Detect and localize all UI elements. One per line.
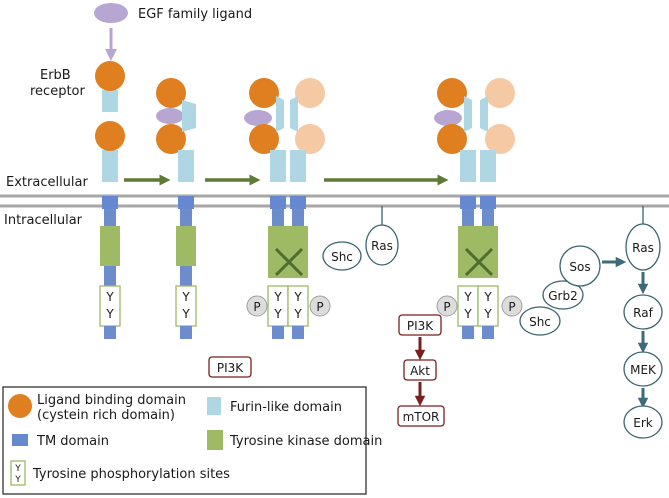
tyrosine-letter: Y (463, 290, 472, 304)
legend: Ligand binding domain (cystein rich doma… (2, 386, 382, 495)
bound-ligand (434, 110, 462, 126)
binding-domain (95, 61, 125, 91)
bound-ligand (244, 110, 272, 126)
extracellular-label: Extracellular (6, 175, 89, 190)
legend-tm-label: TM domain (36, 434, 109, 449)
shc-label: Shc (331, 250, 353, 264)
erk-label: Erk (633, 416, 653, 430)
legend-tyrosine-label: Tyrosine phosphorylation sites (32, 467, 230, 482)
legend-furin-icon (207, 397, 221, 415)
tm-domain (102, 196, 118, 209)
mtor-box (397, 405, 445, 427)
pi3k-box (398, 314, 442, 336)
legend-kinase-label: Tyrosine kinase domain (229, 434, 382, 449)
ligand-label: EGF family ligand (138, 7, 252, 22)
ras-active-node (625, 223, 661, 271)
phospho-letter: P (316, 300, 323, 314)
binding-domain (95, 121, 125, 151)
legend-furin-label: Furin-like domain (230, 400, 342, 415)
shc-bound-node (519, 306, 561, 336)
tyrosine-letter: Y (105, 307, 114, 321)
legend-tyrosine-icon (10, 460, 26, 486)
receptor-label-line1: ErbB (40, 68, 71, 83)
sos-node (559, 245, 601, 287)
tyrosine-letter: Y (14, 464, 21, 474)
receptor-dimer-2: Y Y Y Y P P (434, 78, 523, 339)
phospho-letter: P (253, 300, 260, 314)
shc-node (322, 241, 362, 271)
tyrosine-letter: Y (181, 307, 190, 321)
legend-binding-icon (8, 394, 32, 418)
mtor-label: mTOR (403, 410, 440, 424)
grb2-node (542, 280, 584, 310)
phosphate-group (309, 295, 331, 317)
binding-domain (156, 124, 186, 154)
tyrosine-letter: Y (293, 290, 302, 304)
tyrosine-letter: Y (483, 290, 492, 304)
tyrosine-letter: Y (293, 307, 302, 321)
tyrosine-letter: Y (14, 475, 21, 485)
phosphate-group (501, 295, 523, 317)
grb2-label: Grb2 (548, 289, 577, 303)
tyrosine-letter: Y (181, 290, 190, 304)
shc-bound-label: Shc (529, 315, 551, 329)
mek-label: MEK (630, 363, 657, 377)
ligand-icon (94, 3, 128, 23)
phosphate-group (246, 295, 268, 317)
phosphate-group (436, 295, 458, 317)
raf-node (623, 294, 663, 330)
phospho-letter: P (443, 300, 450, 314)
mek-node (623, 351, 663, 387)
legend-tm-icon (12, 434, 28, 446)
binding-domain (156, 78, 186, 108)
raf-label: Raf (633, 306, 653, 320)
tyrosine-letter: Y (483, 307, 492, 321)
ras-active-label: Ras (632, 241, 654, 255)
bound-ligand (156, 108, 184, 124)
legend-binding-label: Ligand binding domain (37, 393, 186, 408)
receptor-label-line2: receptor (30, 84, 86, 99)
sos-label: Sos (569, 260, 590, 274)
pi3k-label: PI3K (407, 319, 434, 333)
ras-node (365, 224, 399, 266)
tm-domain (178, 196, 194, 209)
tyrosine-letter: Y (463, 307, 472, 321)
kinase-domain (176, 226, 196, 266)
pi3k-free-label: PI3K (217, 361, 244, 375)
receptor-monomer-ligand-bound: Y Y (156, 78, 197, 339)
legend-frame (2, 386, 367, 495)
erk-node (623, 405, 663, 439)
cell-membrane (0, 194, 669, 208)
receptor-dimer-1: Y Y Y Y P P (244, 78, 331, 339)
akt-label: Akt (410, 364, 430, 378)
ras-label: Ras (371, 239, 393, 253)
tyrosine-letter: Y (105, 290, 114, 304)
akt-box (403, 359, 437, 381)
tyrosine-letter: Y (273, 307, 282, 321)
receptor-monomer-1: Y Y (95, 61, 125, 339)
legend-kinase-icon (207, 430, 223, 450)
intracellular-label: Intracellular (4, 213, 83, 228)
phospho-letter: P (508, 300, 515, 314)
pi3k-free-box (208, 356, 252, 378)
legend-binding-sublabel: (cystein rich domain) (37, 408, 175, 423)
tyrosine-letter: Y (273, 290, 282, 304)
kinase-domain (100, 226, 120, 266)
